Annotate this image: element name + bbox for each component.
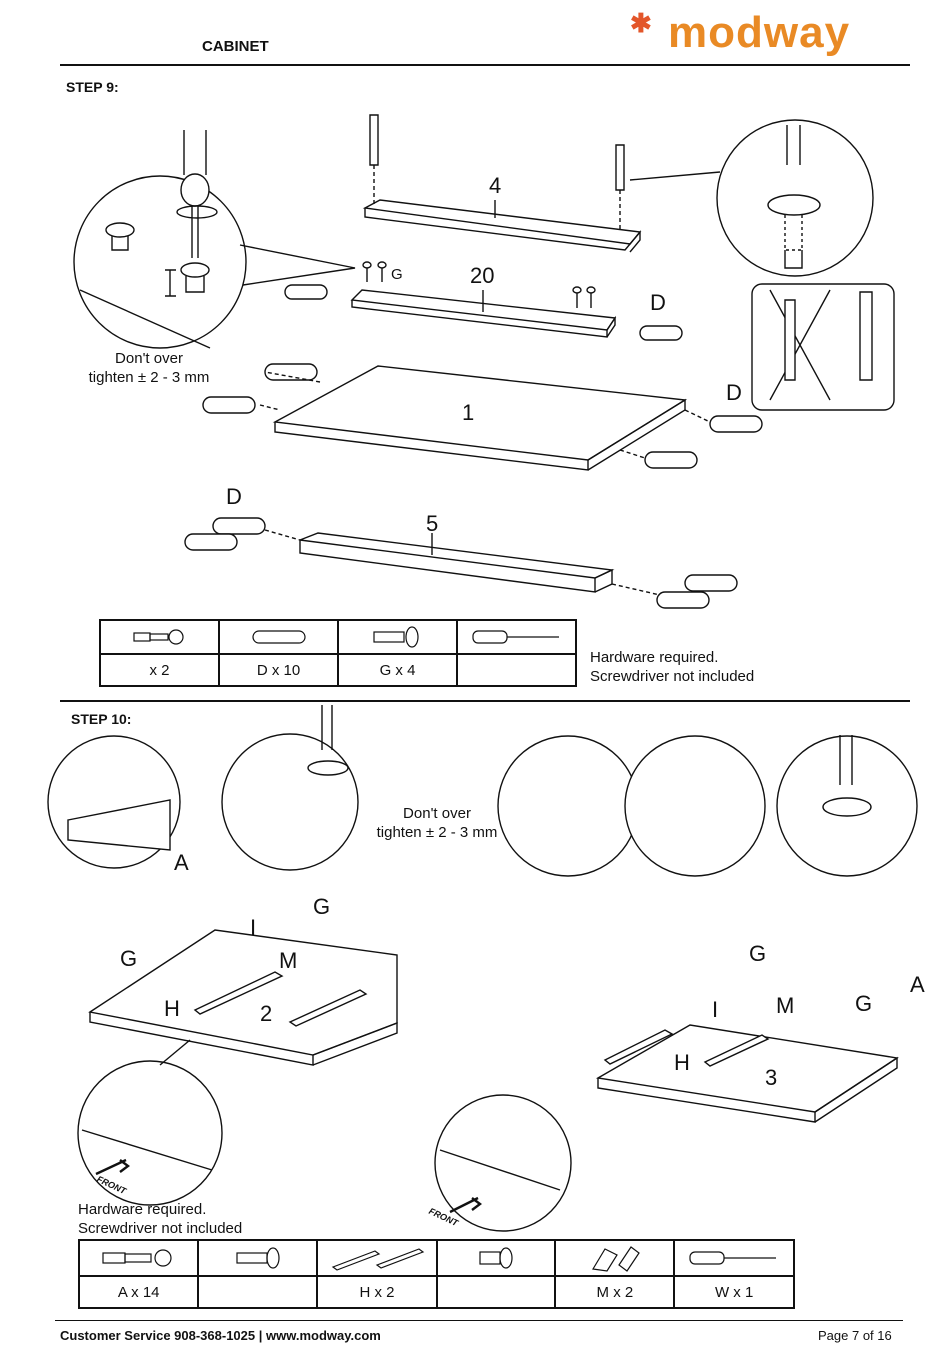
hw-cell-icon xyxy=(316,1239,438,1277)
hw-cell-icon xyxy=(673,1239,795,1277)
part-label-h: H xyxy=(674,1050,690,1075)
part-label-3: 3 xyxy=(765,1065,778,1090)
drawer-slide-icon xyxy=(331,1248,425,1271)
hw-cell-icon xyxy=(435,1239,557,1277)
hw-qty: G x 4 xyxy=(337,653,458,687)
part-label-i: I xyxy=(250,915,257,940)
part-label-20: 20 xyxy=(470,263,495,288)
hw-cell-icon xyxy=(554,1239,676,1277)
part-label-5: 5 xyxy=(426,511,439,536)
part-label-d-top: D xyxy=(650,290,666,315)
hw-cell-icon xyxy=(197,1239,319,1277)
footer-rule xyxy=(55,1320,903,1321)
hw-qty: A x 14 xyxy=(77,1275,200,1309)
hw-cell-icon xyxy=(218,619,339,655)
step9-hardware-table: x 2 D x 10 G x 4 xyxy=(99,619,577,687)
part-label-h: H xyxy=(164,996,180,1021)
step9-cam-detail-circle xyxy=(716,119,874,277)
screws-g-step9 xyxy=(362,261,596,308)
step10-label: STEP 10: xyxy=(71,711,132,727)
page-number: Page 7 of 16 xyxy=(818,1328,892,1343)
cam-bolt-icon xyxy=(102,1249,172,1267)
part-label-2: 2 xyxy=(260,1001,273,1026)
part-label-g: G xyxy=(391,266,403,283)
screwdriver-icon xyxy=(689,1251,777,1265)
part-label-4: 4 xyxy=(489,173,502,198)
part-label-g: G xyxy=(749,941,767,966)
part-label-a: A xyxy=(174,850,189,875)
panel-1 xyxy=(259,365,711,471)
header-rule xyxy=(60,64,910,66)
step9-label: STEP 9: xyxy=(66,79,119,95)
part-label-d-right: D xyxy=(726,380,742,405)
screw-icon xyxy=(372,626,419,648)
screw-icon xyxy=(479,1247,513,1269)
part-label-m: M xyxy=(776,993,795,1018)
cam-bolt-icon xyxy=(132,629,184,645)
dowel-icon xyxy=(251,630,306,644)
hw-qty xyxy=(456,653,577,687)
footer-contact: Customer Service 908-368-1025 | www.modw… xyxy=(60,1328,381,1343)
hw-qty: x 2 xyxy=(99,653,220,687)
step10-right-cabinet xyxy=(434,735,918,1232)
hw-qty: W x 1 xyxy=(673,1275,795,1309)
dowels-step9 xyxy=(184,284,763,609)
step10-hardware-table: A x 14 H x 2 M x 2 W x 1 xyxy=(77,1239,795,1309)
hw-cell-icon xyxy=(99,619,220,655)
hw-qty: M x 2 xyxy=(554,1275,676,1309)
part-label-a: A xyxy=(910,972,925,997)
hw-qty xyxy=(197,1275,319,1309)
part-label-1: 1 xyxy=(462,400,475,425)
step9-torque-note: Don't over tighten ± 2 - 3 mm xyxy=(88,350,210,386)
part-label-g: G xyxy=(855,991,873,1016)
step10-torque-note: Don't over tighten ± 2 - 3 mm xyxy=(376,805,498,841)
screwdriver-icon xyxy=(471,630,559,644)
hw-cell-icon xyxy=(337,619,458,655)
cam-bolts-panel-4 xyxy=(369,114,721,230)
logo-star-icon: ✱ xyxy=(630,8,652,38)
hw-cell-icon xyxy=(456,619,577,655)
step9-screw-detail-circle xyxy=(73,130,356,349)
logo-text: modway xyxy=(668,8,851,57)
part-label-g: G xyxy=(120,946,138,971)
part-label-g: G xyxy=(313,894,331,919)
step10-left-cabinet xyxy=(47,705,398,1206)
bracket-icon xyxy=(591,1246,640,1272)
step9-hardware-note: Hardware required. Screwdriver not inclu… xyxy=(590,649,755,685)
hw-qty: D x 10 xyxy=(218,653,339,687)
part-label-i: I xyxy=(712,997,719,1022)
hw-qty: H x 2 xyxy=(316,1275,438,1309)
panel-20 xyxy=(350,289,617,338)
step10-hardware-note: Hardware required. Screwdriver not inclu… xyxy=(78,1201,243,1237)
step-divider xyxy=(60,700,910,702)
step9-correct-incorrect-box xyxy=(751,283,895,411)
part-label-d-left: D xyxy=(226,484,242,509)
panel-4 xyxy=(362,199,642,253)
document-title: CABINET xyxy=(202,38,269,55)
screw-icon xyxy=(236,1247,280,1269)
modway-logo: ✱ modway xyxy=(628,4,878,66)
hw-qty xyxy=(435,1275,557,1309)
part-label-m: M xyxy=(279,948,298,973)
hw-cell-icon xyxy=(77,1239,200,1277)
panel-5 xyxy=(264,529,661,596)
